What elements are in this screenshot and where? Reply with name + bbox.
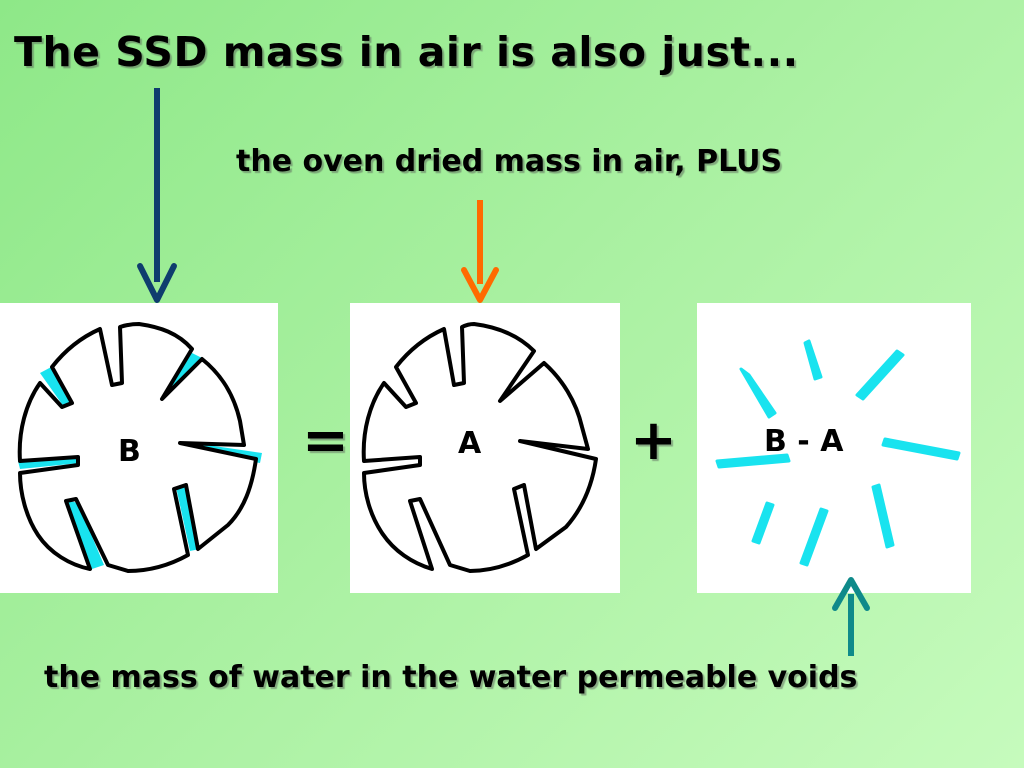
oven-dried-particle-panel bbox=[350, 303, 620, 593]
ssd-particle-outline bbox=[17, 322, 258, 573]
void-water-shapes bbox=[715, 339, 961, 567]
ssd-particle-panel bbox=[0, 303, 278, 593]
oven-dried-particle-outline bbox=[361, 322, 598, 573]
ssd-mass-label: B bbox=[118, 434, 141, 469]
teal-up-arrow bbox=[832, 577, 870, 656]
water-mass-label: B - A bbox=[764, 424, 844, 459]
equals-operator: = bbox=[302, 408, 349, 473]
slide-title: The SSD mass in air is also just... bbox=[14, 28, 799, 76]
orange-down-arrow bbox=[461, 200, 499, 303]
void-water-panel bbox=[697, 303, 971, 593]
plus-operator: + bbox=[630, 408, 677, 473]
oven-dried-mass-label: A bbox=[458, 426, 482, 461]
ssd-particle-illustration bbox=[17, 322, 262, 573]
navy-down-arrow bbox=[137, 88, 177, 303]
void-water-illustration bbox=[715, 339, 961, 567]
oven-dried-particle-illustration bbox=[361, 322, 598, 573]
slide-footer: the mass of water in the water permeable… bbox=[44, 660, 858, 695]
slide-subtitle: the oven dried mass in air, PLUS bbox=[236, 144, 783, 179]
